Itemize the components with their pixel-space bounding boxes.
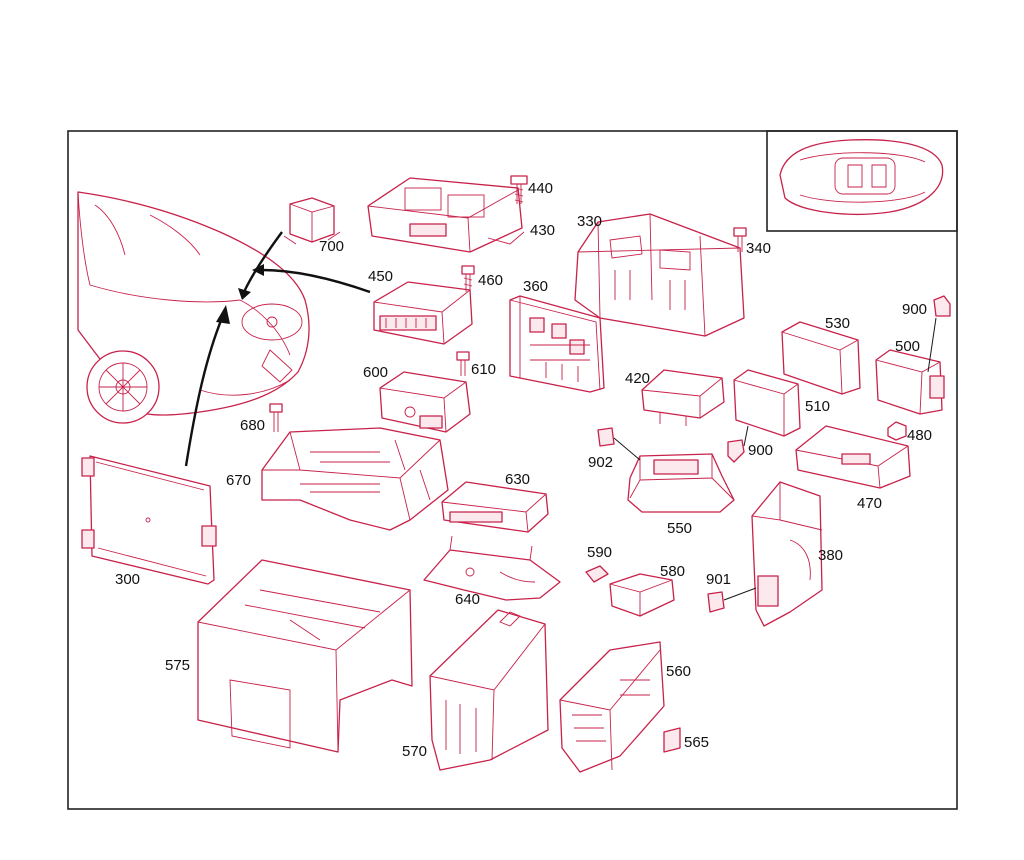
part-575 xyxy=(197,559,413,753)
part-550 xyxy=(627,453,735,513)
label-630: 630 xyxy=(505,471,530,488)
part-430 xyxy=(367,177,525,253)
part-480 xyxy=(887,421,907,441)
label-700: 700 xyxy=(319,238,344,255)
label-380: 380 xyxy=(818,547,843,564)
part-580 xyxy=(609,573,675,617)
part-440-screw xyxy=(510,175,528,204)
label-610: 610 xyxy=(471,361,496,378)
part-600 xyxy=(379,371,471,433)
label-450: 450 xyxy=(368,268,393,285)
part-510 xyxy=(733,369,801,437)
part-360 xyxy=(509,295,605,393)
part-450 xyxy=(373,281,473,345)
label-330: 330 xyxy=(577,213,602,230)
part-630 xyxy=(441,481,549,533)
label-680: 680 xyxy=(240,417,265,434)
part-340-screw xyxy=(733,227,747,252)
part-380 xyxy=(751,481,823,627)
part-460-screw xyxy=(461,265,475,292)
part-565 xyxy=(663,727,681,753)
clip-902 xyxy=(597,427,615,447)
clip-900-upper xyxy=(933,295,951,317)
assembly-arrows xyxy=(184,231,371,467)
label-560: 560 xyxy=(666,663,691,680)
part-640 xyxy=(423,535,561,601)
label-640: 640 xyxy=(455,591,480,608)
inset-vehicle-view xyxy=(766,130,958,232)
label-440: 440 xyxy=(528,180,553,197)
part-700 xyxy=(283,197,341,245)
label-500: 500 xyxy=(895,338,920,355)
label-480: 480 xyxy=(907,427,932,444)
label-670: 670 xyxy=(226,472,251,489)
label-590: 590 xyxy=(587,544,612,561)
part-labels: 700 440 430 330 340 450 460 360 900 530 … xyxy=(115,180,932,760)
label-510: 510 xyxy=(805,398,830,415)
label-530: 530 xyxy=(825,315,850,332)
part-670 xyxy=(261,427,449,531)
part-300 xyxy=(81,455,217,585)
label-565: 565 xyxy=(684,734,709,751)
label-420: 420 xyxy=(625,370,650,387)
label-430: 430 xyxy=(530,222,555,239)
label-550: 550 xyxy=(667,520,692,537)
part-500 xyxy=(875,349,945,415)
part-570 xyxy=(429,609,549,771)
label-570: 570 xyxy=(402,743,427,760)
label-470: 470 xyxy=(857,495,882,512)
clip-900-lower xyxy=(727,439,745,463)
label-900-upper: 900 xyxy=(902,301,927,318)
label-300: 300 xyxy=(115,571,140,588)
label-900-lower: 900 xyxy=(748,442,773,459)
label-580: 580 xyxy=(660,563,685,580)
part-590 xyxy=(585,565,609,583)
part-530 xyxy=(781,321,861,395)
label-575: 575 xyxy=(165,657,190,674)
label-340: 340 xyxy=(746,240,771,257)
part-680-screw xyxy=(269,403,283,432)
label-600: 600 xyxy=(363,364,388,381)
part-560 xyxy=(559,641,665,773)
part-420 xyxy=(641,369,725,426)
clip-901 xyxy=(707,591,725,613)
diagram-frame xyxy=(67,130,958,810)
part-330 xyxy=(574,213,745,337)
leader-lines xyxy=(613,317,937,601)
label-360: 360 xyxy=(523,278,548,295)
part-610-screw xyxy=(456,351,470,376)
label-902: 902 xyxy=(588,454,613,471)
part-470 xyxy=(795,425,911,489)
vehicle-rear-illustration xyxy=(77,191,310,424)
label-460: 460 xyxy=(478,272,503,289)
label-901: 901 xyxy=(706,571,731,588)
